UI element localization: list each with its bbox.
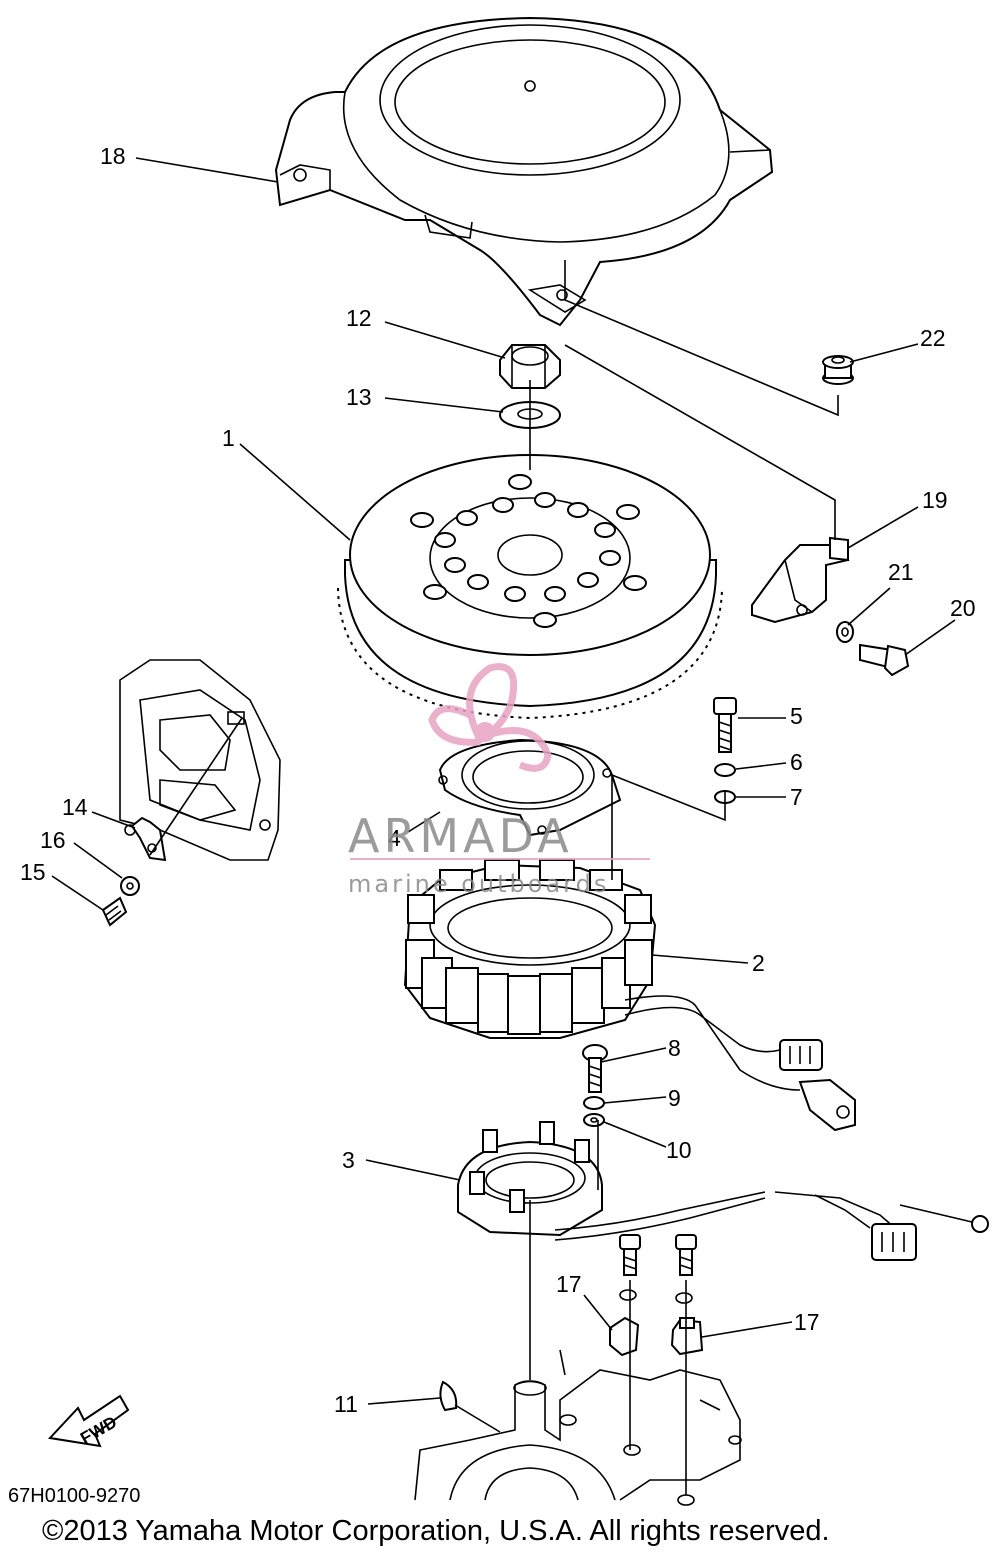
label-3: 3 (342, 1147, 355, 1173)
label-10: 10 (666, 1137, 692, 1163)
leader-lines (51, 157, 956, 1405)
assembly-lines (149, 260, 839, 1495)
pulser-coil (457, 1121, 989, 1261)
clamp-right (670, 1317, 704, 1356)
label-12: 12 (346, 305, 372, 331)
fwd-arrow-icon: FWD (47, 1394, 130, 1448)
lock-washer-middle (583, 1096, 605, 1110)
label-1: 1 (222, 425, 235, 451)
armada-logo-icon (428, 663, 552, 772)
label-7: 7 (790, 784, 803, 810)
washer-left (120, 876, 140, 896)
lock-washer (714, 763, 736, 777)
label-22: 22 (920, 325, 946, 351)
label-11: 11 (334, 1391, 358, 1417)
label-2: 2 (752, 950, 765, 976)
label-19: 19 (922, 487, 948, 513)
label-5: 5 (790, 703, 803, 729)
screws-lower (619, 1234, 697, 1304)
label-16: 16 (40, 827, 66, 853)
woodruff-key (439, 1380, 458, 1412)
label-17-right: 17 (794, 1309, 820, 1335)
screw-left (101, 896, 128, 927)
armada-watermark: ARMADA marine outboards (348, 663, 650, 898)
gasket-plate (119, 659, 281, 861)
stator-bracket (438, 738, 622, 837)
label-18: 18 (100, 143, 126, 169)
flywheel-magnets (410, 474, 647, 628)
clamp-left (609, 1316, 640, 1357)
flywheel (337, 454, 723, 720)
watermark-brand: ARMADA (348, 809, 573, 863)
label-15: 15 (20, 859, 46, 885)
label-21: 21 (888, 559, 914, 585)
screw-middle (582, 1044, 608, 1093)
reference-code: 67H0100-9270 (8, 1485, 140, 1507)
label-4: 4 (388, 825, 401, 851)
stator (403, 859, 856, 1132)
label-6: 6 (790, 749, 803, 775)
label-17-left: 17 (556, 1271, 582, 1297)
label-20: 20 (950, 595, 976, 621)
flywheel-nut (499, 344, 561, 389)
label-13: 13 (346, 384, 372, 410)
clip (130, 816, 167, 862)
bracket (751, 536, 850, 624)
label-14: 14 (62, 794, 88, 820)
bolt (859, 643, 910, 677)
crankcase (414, 1349, 742, 1506)
watermark-tagline: marine outboards (348, 870, 609, 898)
label-9: 9 (668, 1085, 681, 1111)
copyright-notice: ©2013 Yamaha Motor Corporation, U.S.A. A… (42, 1515, 830, 1547)
flywheel-cover (274, 16, 774, 327)
label-8: 8 (668, 1035, 681, 1061)
washer-small (836, 621, 854, 643)
grommet (822, 355, 854, 385)
stator-coils (405, 859, 653, 1035)
screw-upper (713, 697, 737, 753)
plain-washer-middle (583, 1113, 605, 1127)
part-labels: 18 12 13 1 22 19 21 20 5 6 7 4 14 16 15 … (20, 143, 976, 1417)
